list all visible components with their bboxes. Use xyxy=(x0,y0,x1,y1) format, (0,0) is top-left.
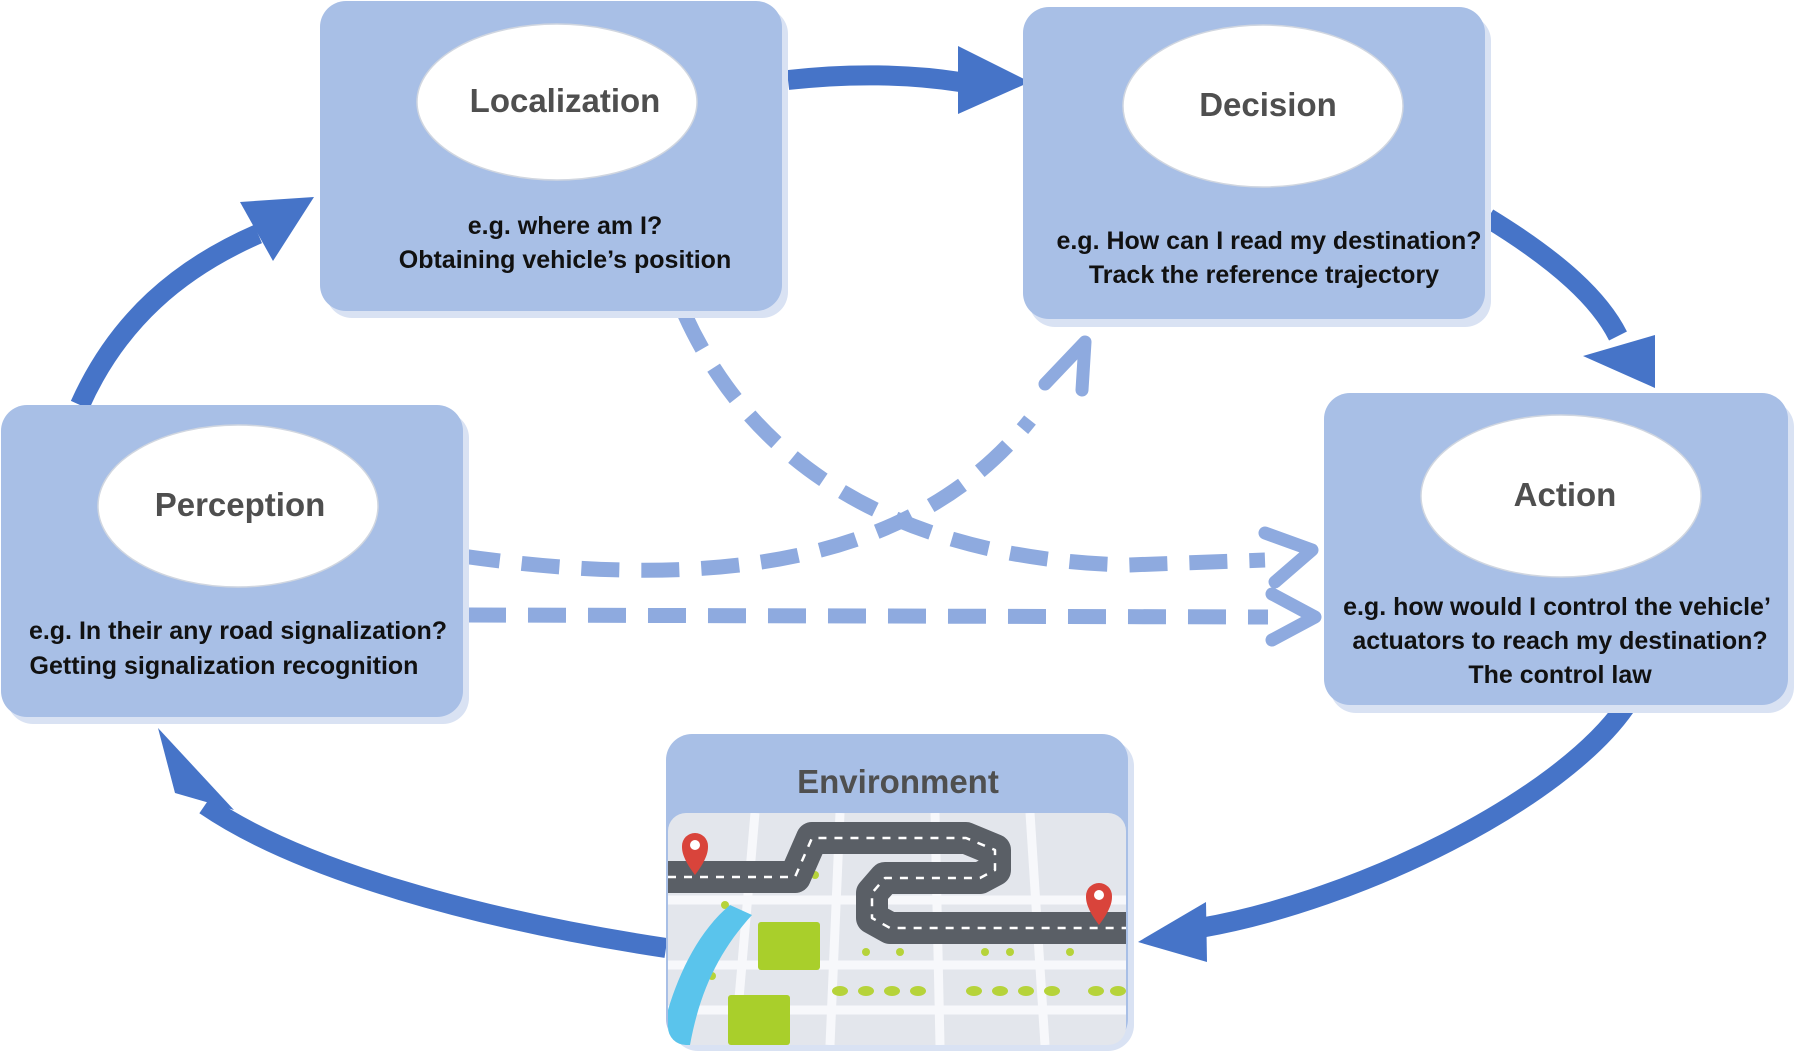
action-title: Action xyxy=(1514,476,1617,513)
action-description-line-1: e.g. how would I control the vehicle’ xyxy=(1343,593,1771,621)
arrow-decision-to-action xyxy=(1482,209,1627,341)
action-title-ellipse xyxy=(1420,414,1702,578)
environment-box: Environment xyxy=(666,734,1134,1051)
arrow-perception-to-localization-head xyxy=(240,197,314,261)
action-box: Action e.g. how would I control the vehi… xyxy=(1324,393,1794,713)
dashed-arrow-perception-to-decision-head xyxy=(1038,335,1092,397)
map-pin-icon xyxy=(1086,883,1112,925)
localization-title: Localization xyxy=(470,82,661,119)
dashed-arrows xyxy=(460,311,1322,647)
arrow-action-to-environment-head xyxy=(1138,902,1207,962)
road-map-illustration xyxy=(668,813,1126,1045)
map-pin-icon xyxy=(682,833,708,875)
decision-box: Decision e.g. How can I read my destinat… xyxy=(1023,7,1491,327)
localization-description-line-1: e.g. where am I? xyxy=(468,212,663,240)
dashed-arrow-localization-to-action-head xyxy=(1258,526,1319,589)
perception-title: Perception xyxy=(155,486,326,523)
arrow-environment-to-perception xyxy=(199,796,668,958)
perception-box: Perception e.g. In their any road signal… xyxy=(1,405,469,724)
arrow-action-to-environment xyxy=(1198,701,1634,938)
arrow-localization-to-decision xyxy=(786,65,962,92)
action-description-line-3: The control law xyxy=(1468,661,1652,689)
dashed-arrow-perception-to-decision xyxy=(460,415,1036,578)
decision-title: Decision xyxy=(1199,86,1337,123)
decision-description-line-1: e.g. How can I read my destination? xyxy=(1056,227,1481,255)
localization-title-ellipse xyxy=(416,23,698,181)
decision-description-line-2: Track the reference trajectory xyxy=(1089,261,1439,289)
localization-box: Localization e.g. where am I? Obtaining … xyxy=(320,1,788,318)
action-description-line-2: actuators to reach my destination? xyxy=(1352,627,1767,655)
perception-title-ellipse xyxy=(97,424,379,588)
dashed-arrow-localization-to-action xyxy=(678,311,1266,573)
arrow-decision-to-action-head xyxy=(1583,335,1655,388)
arrow-perception-to-localization xyxy=(70,224,262,410)
decision-title-ellipse xyxy=(1122,24,1404,188)
cycle-arrows xyxy=(70,46,1655,962)
dashed-arrow-perception-to-action-head xyxy=(1265,587,1322,647)
arrow-localization-to-decision-head xyxy=(958,46,1030,114)
environment-title: Environment xyxy=(797,763,999,800)
perception-description-line-2: Getting signalization recognition xyxy=(30,652,419,680)
arrow-environment-to-perception-head xyxy=(158,728,234,810)
perception-description-line-1: e.g. In their any road signalization? xyxy=(29,617,447,645)
localization-description-line-2: Obtaining vehicle’s position xyxy=(399,246,731,274)
dashed-arrow-perception-to-action xyxy=(467,607,1269,625)
